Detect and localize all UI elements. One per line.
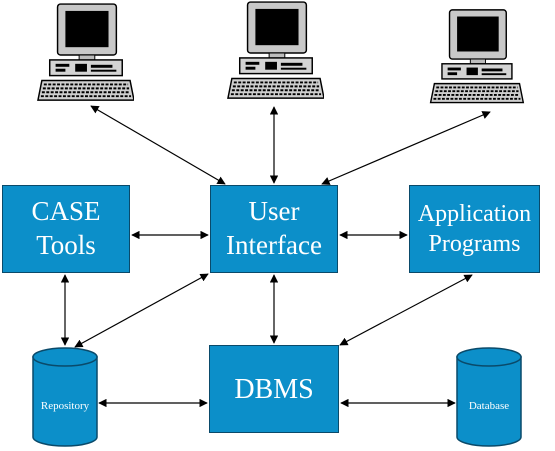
dbms-box: DBMS bbox=[209, 345, 339, 433]
user-interface-label-line2: Interface bbox=[226, 230, 322, 260]
database-label: Database bbox=[468, 400, 510, 412]
computer-terminal-icon-center bbox=[226, 1, 324, 100]
arrow-ui-to-repository bbox=[74, 273, 209, 348]
arrow-pc-left-to-ui bbox=[90, 105, 226, 185]
computer-terminal-icon-right bbox=[429, 8, 525, 104]
arrow-pc-right-to-ui bbox=[321, 111, 491, 185]
repository-cylinder-icon bbox=[32, 347, 98, 447]
database-cylinder-icon bbox=[456, 347, 522, 447]
case-tools-box: CASE Tools bbox=[2, 185, 130, 273]
application-programs-label-line1: Application bbox=[417, 201, 532, 227]
user-interface-box: User Interface bbox=[210, 185, 338, 273]
repository-label: Repository bbox=[40, 400, 90, 412]
computer-terminal-icon-left bbox=[36, 3, 134, 102]
arrow-app-to-dbms bbox=[339, 274, 473, 346]
dbms-label: DBMS bbox=[234, 373, 314, 405]
application-programs-label-line2: Programs bbox=[428, 231, 521, 257]
user-interface-label-line1: User bbox=[248, 196, 300, 227]
case-tools-label-line2: Tools bbox=[36, 230, 96, 260]
case-tools-label-line1: CASE bbox=[31, 196, 101, 227]
application-programs-box: Application Programs bbox=[409, 185, 540, 273]
